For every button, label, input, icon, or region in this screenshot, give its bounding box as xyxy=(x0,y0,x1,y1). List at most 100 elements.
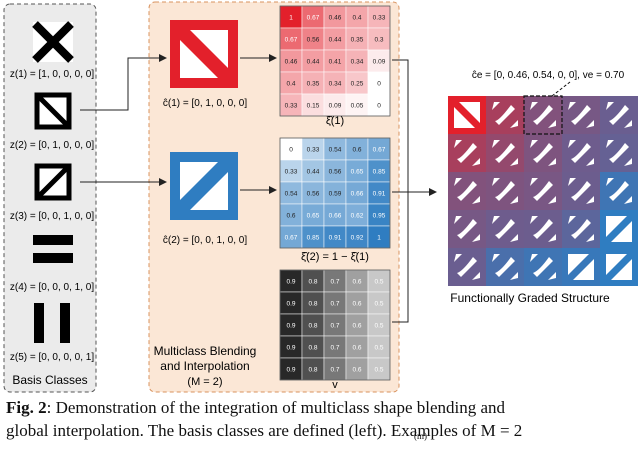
basis-title: Basis Classes xyxy=(12,373,87,387)
grid-cell-value: 0.9 xyxy=(286,367,295,374)
grid-cell-value: 0.56 xyxy=(307,37,320,44)
grid-cell-value: 0.56 xyxy=(329,169,342,176)
grid-cell-value: 0.4 xyxy=(352,15,361,22)
grid-cell-value: 0.67 xyxy=(285,37,298,44)
grid-cell-value: 0.4 xyxy=(286,81,295,88)
basis-label-5: z(5) = [0, 0, 0, 0, 1] xyxy=(10,352,94,363)
arrow-basis-to-c1 xyxy=(80,54,167,111)
structure-cell xyxy=(486,134,524,172)
grid-cell-value: 0.15 xyxy=(307,103,320,110)
structure-cell xyxy=(600,134,638,172)
c2-shape xyxy=(170,152,238,220)
blend-title-line3: (M = 2) xyxy=(187,376,222,388)
structure-cell xyxy=(486,96,524,134)
grid-cell-value: 0.9 xyxy=(286,279,295,286)
grid-cell-value: 0.8 xyxy=(308,367,317,374)
grid-cell-value: 0.67 xyxy=(307,15,320,22)
grid-cell-value: 0.7 xyxy=(330,367,339,374)
basis-label-2: z(2) = [0, 1, 0, 0, 0] xyxy=(10,140,94,151)
grid-cell-value: 0.54 xyxy=(329,147,342,154)
structure-cell xyxy=(562,134,600,172)
structure-cell xyxy=(448,210,486,248)
caption-line2: global interpolation. The basis classes … xyxy=(6,421,523,440)
grid-cell-value: 0.7 xyxy=(330,279,339,286)
structure-cell xyxy=(486,210,524,248)
grid-frame xyxy=(279,269,391,381)
grid-cell-value: 0.8 xyxy=(308,323,317,330)
structure-cell xyxy=(562,210,600,248)
grid-cell-value: 0.66 xyxy=(351,191,364,198)
figure-caption: Fig. 2: Demonstration of the integration… xyxy=(6,396,634,442)
grid-cell-value: 0.91 xyxy=(329,235,342,242)
grid-cell-value: 0.5 xyxy=(374,367,383,374)
grid-cell-value: 0.5 xyxy=(374,345,383,352)
grid-cell-value: 0.7 xyxy=(330,323,339,330)
grid-frame xyxy=(279,5,391,117)
grid-cell-value: 0 xyxy=(377,103,381,110)
basis-label-3: z(3) = [0, 0, 1, 0, 0] xyxy=(10,211,94,222)
basis-shape-diag-backslash xyxy=(34,92,72,130)
grid-cell-value: 0.41 xyxy=(329,59,342,66)
c2-label: ĉ(2) = [0, 0, 1, 0, 0] xyxy=(163,235,247,246)
grid-cell-value: 0.91 xyxy=(373,191,386,198)
blend-title-line1: Multiclass Blending xyxy=(154,344,257,358)
grid-cell-value: 0.92 xyxy=(351,235,364,242)
grid-cell-value: 0.5 xyxy=(374,301,383,308)
grid-cell-value: 0.33 xyxy=(285,169,298,176)
blend-title-line2: and Interpolation xyxy=(160,359,249,373)
grid-cell-value: 0.34 xyxy=(351,59,364,66)
grid-cell-value: 0.33 xyxy=(307,147,320,154)
grid-cell-value: 0.44 xyxy=(307,169,320,176)
grid-cell-value: 0.33 xyxy=(285,103,298,110)
v-grid: 0.9 0.8 0.7 0.6 0.5 0.9 0.8 0.7 0.6 0.5 0.9 0.8 0.7 0… xyxy=(279,269,391,381)
basis-label-1: z(1) = [1, 0, 0, 0, 0] xyxy=(10,69,94,80)
structure-cell xyxy=(448,172,486,210)
grid-cell-value: 0.44 xyxy=(329,37,342,44)
structure-cell xyxy=(524,134,562,172)
caption-line3: (m) xyxy=(414,431,427,441)
grid-cell-value: 0.46 xyxy=(329,15,342,22)
grid-cell-value: 0.6 xyxy=(352,301,361,308)
structure-cell xyxy=(448,96,486,134)
basis-shape-horizontal-bars xyxy=(33,235,73,263)
grid-cell-value: 0.95 xyxy=(373,213,386,220)
grid-cell-value: 0.09 xyxy=(373,59,386,66)
structure-cell xyxy=(486,172,524,210)
grid-cell-value: 0.6 xyxy=(352,147,361,154)
grid-cell-value: 1 xyxy=(289,15,293,22)
structure-cell xyxy=(524,210,562,248)
structure-cell xyxy=(600,96,638,134)
grid-cell-value: 0.66 xyxy=(329,213,342,220)
structure-cell xyxy=(600,248,638,286)
grid-cell-value: 0.9 xyxy=(286,345,295,352)
grid-cell-value: 0.3 xyxy=(374,37,383,44)
grid-cell-value: 0.44 xyxy=(307,59,320,66)
structure-cell xyxy=(486,248,524,286)
grid-cell-value: 0.85 xyxy=(307,235,320,242)
grid-cell-value: 0.09 xyxy=(329,103,342,110)
structure-cell xyxy=(448,248,486,286)
grid-cell-value: 0.35 xyxy=(351,37,364,44)
grid-cell-value: 0 xyxy=(377,81,381,88)
grid-cell-value: 0.65 xyxy=(307,213,320,220)
graded-structure xyxy=(448,96,638,286)
structure-cell xyxy=(524,172,562,210)
diagram: z(1) = [1, 0, 0, 0, 0] z(2) = [0, 1, 0, … xyxy=(3,1,638,393)
grid-cell-value: 0.7 xyxy=(330,345,339,352)
grid-cell-value: 0.62 xyxy=(351,213,364,220)
grid-cell-value: 0.33 xyxy=(373,15,386,22)
grid-cell-value: 0.5 xyxy=(374,323,383,330)
grid-cell-value: 0.6 xyxy=(352,323,361,330)
grid-cell-value: 0.8 xyxy=(308,279,317,286)
grid-cell-value: 0.59 xyxy=(329,191,342,198)
grid-cell-value: 0.6 xyxy=(286,213,295,220)
caption-fig: Fig. 2 xyxy=(6,398,47,417)
basis-shape-vertical-bars xyxy=(34,303,70,343)
grid-cell-value: 0.8 xyxy=(308,301,317,308)
highlight-cell xyxy=(523,95,563,135)
basis-label-4: z(4) = [0, 0, 0, 1, 0] xyxy=(10,282,94,293)
grid-cell-value: 0.5 xyxy=(374,279,383,286)
structure-cell xyxy=(600,210,638,248)
